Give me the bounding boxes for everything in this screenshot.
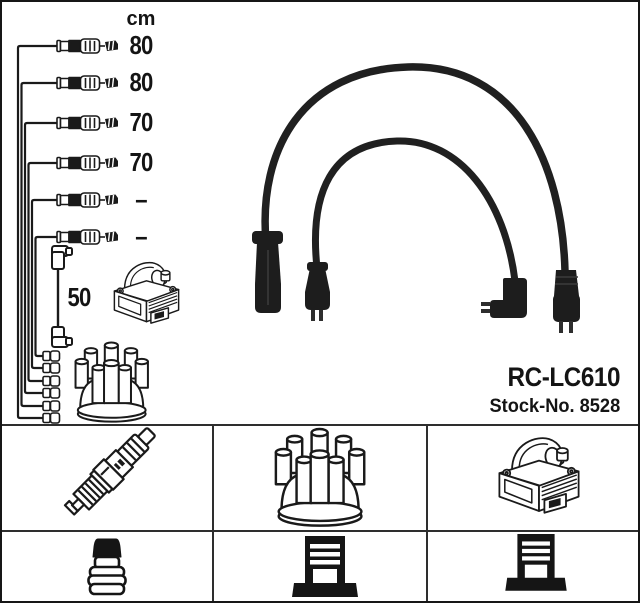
- lead-length-3: 70: [129, 107, 154, 137]
- din-terminal-icon: [292, 536, 358, 597]
- din-terminal-icon: [505, 534, 567, 591]
- terminal-nut-icon: [87, 538, 127, 596]
- lead-length-5: –: [135, 184, 147, 214]
- straight-boot-ribbed: [553, 270, 580, 333]
- coil-lead-length: 50: [67, 282, 92, 312]
- stock-number: Stock-No. 8528: [489, 396, 620, 417]
- straight-boot-long: [252, 231, 283, 313]
- ignition-coil-drawing: [113, 261, 180, 324]
- straight-boot-short: [305, 262, 330, 321]
- ignition-coil-icon: [498, 437, 580, 514]
- lead-length-1: 80: [129, 30, 154, 60]
- parts-grid-lines: [0, 424, 640, 603]
- distributor-cap-icon: [274, 427, 366, 527]
- product-code: RC-LC610: [507, 362, 620, 392]
- spark-plug-icon: [60, 420, 163, 523]
- lead-length-4: 70: [129, 147, 154, 177]
- lead-length-6: –: [135, 221, 147, 251]
- distributor-cap-drawing: [74, 341, 149, 423]
- lead-length-2: 80: [129, 67, 154, 97]
- cable-set-photo: [252, 63, 580, 333]
- lead-routing-wires: [16, 44, 57, 420]
- distributor-side-stubs: [42, 350, 61, 424]
- lead-end-connectors: [56, 38, 119, 245]
- unit-label: cm: [126, 8, 156, 30]
- angled-boot: [481, 278, 527, 318]
- coil-lead-schematic: [51, 245, 73, 348]
